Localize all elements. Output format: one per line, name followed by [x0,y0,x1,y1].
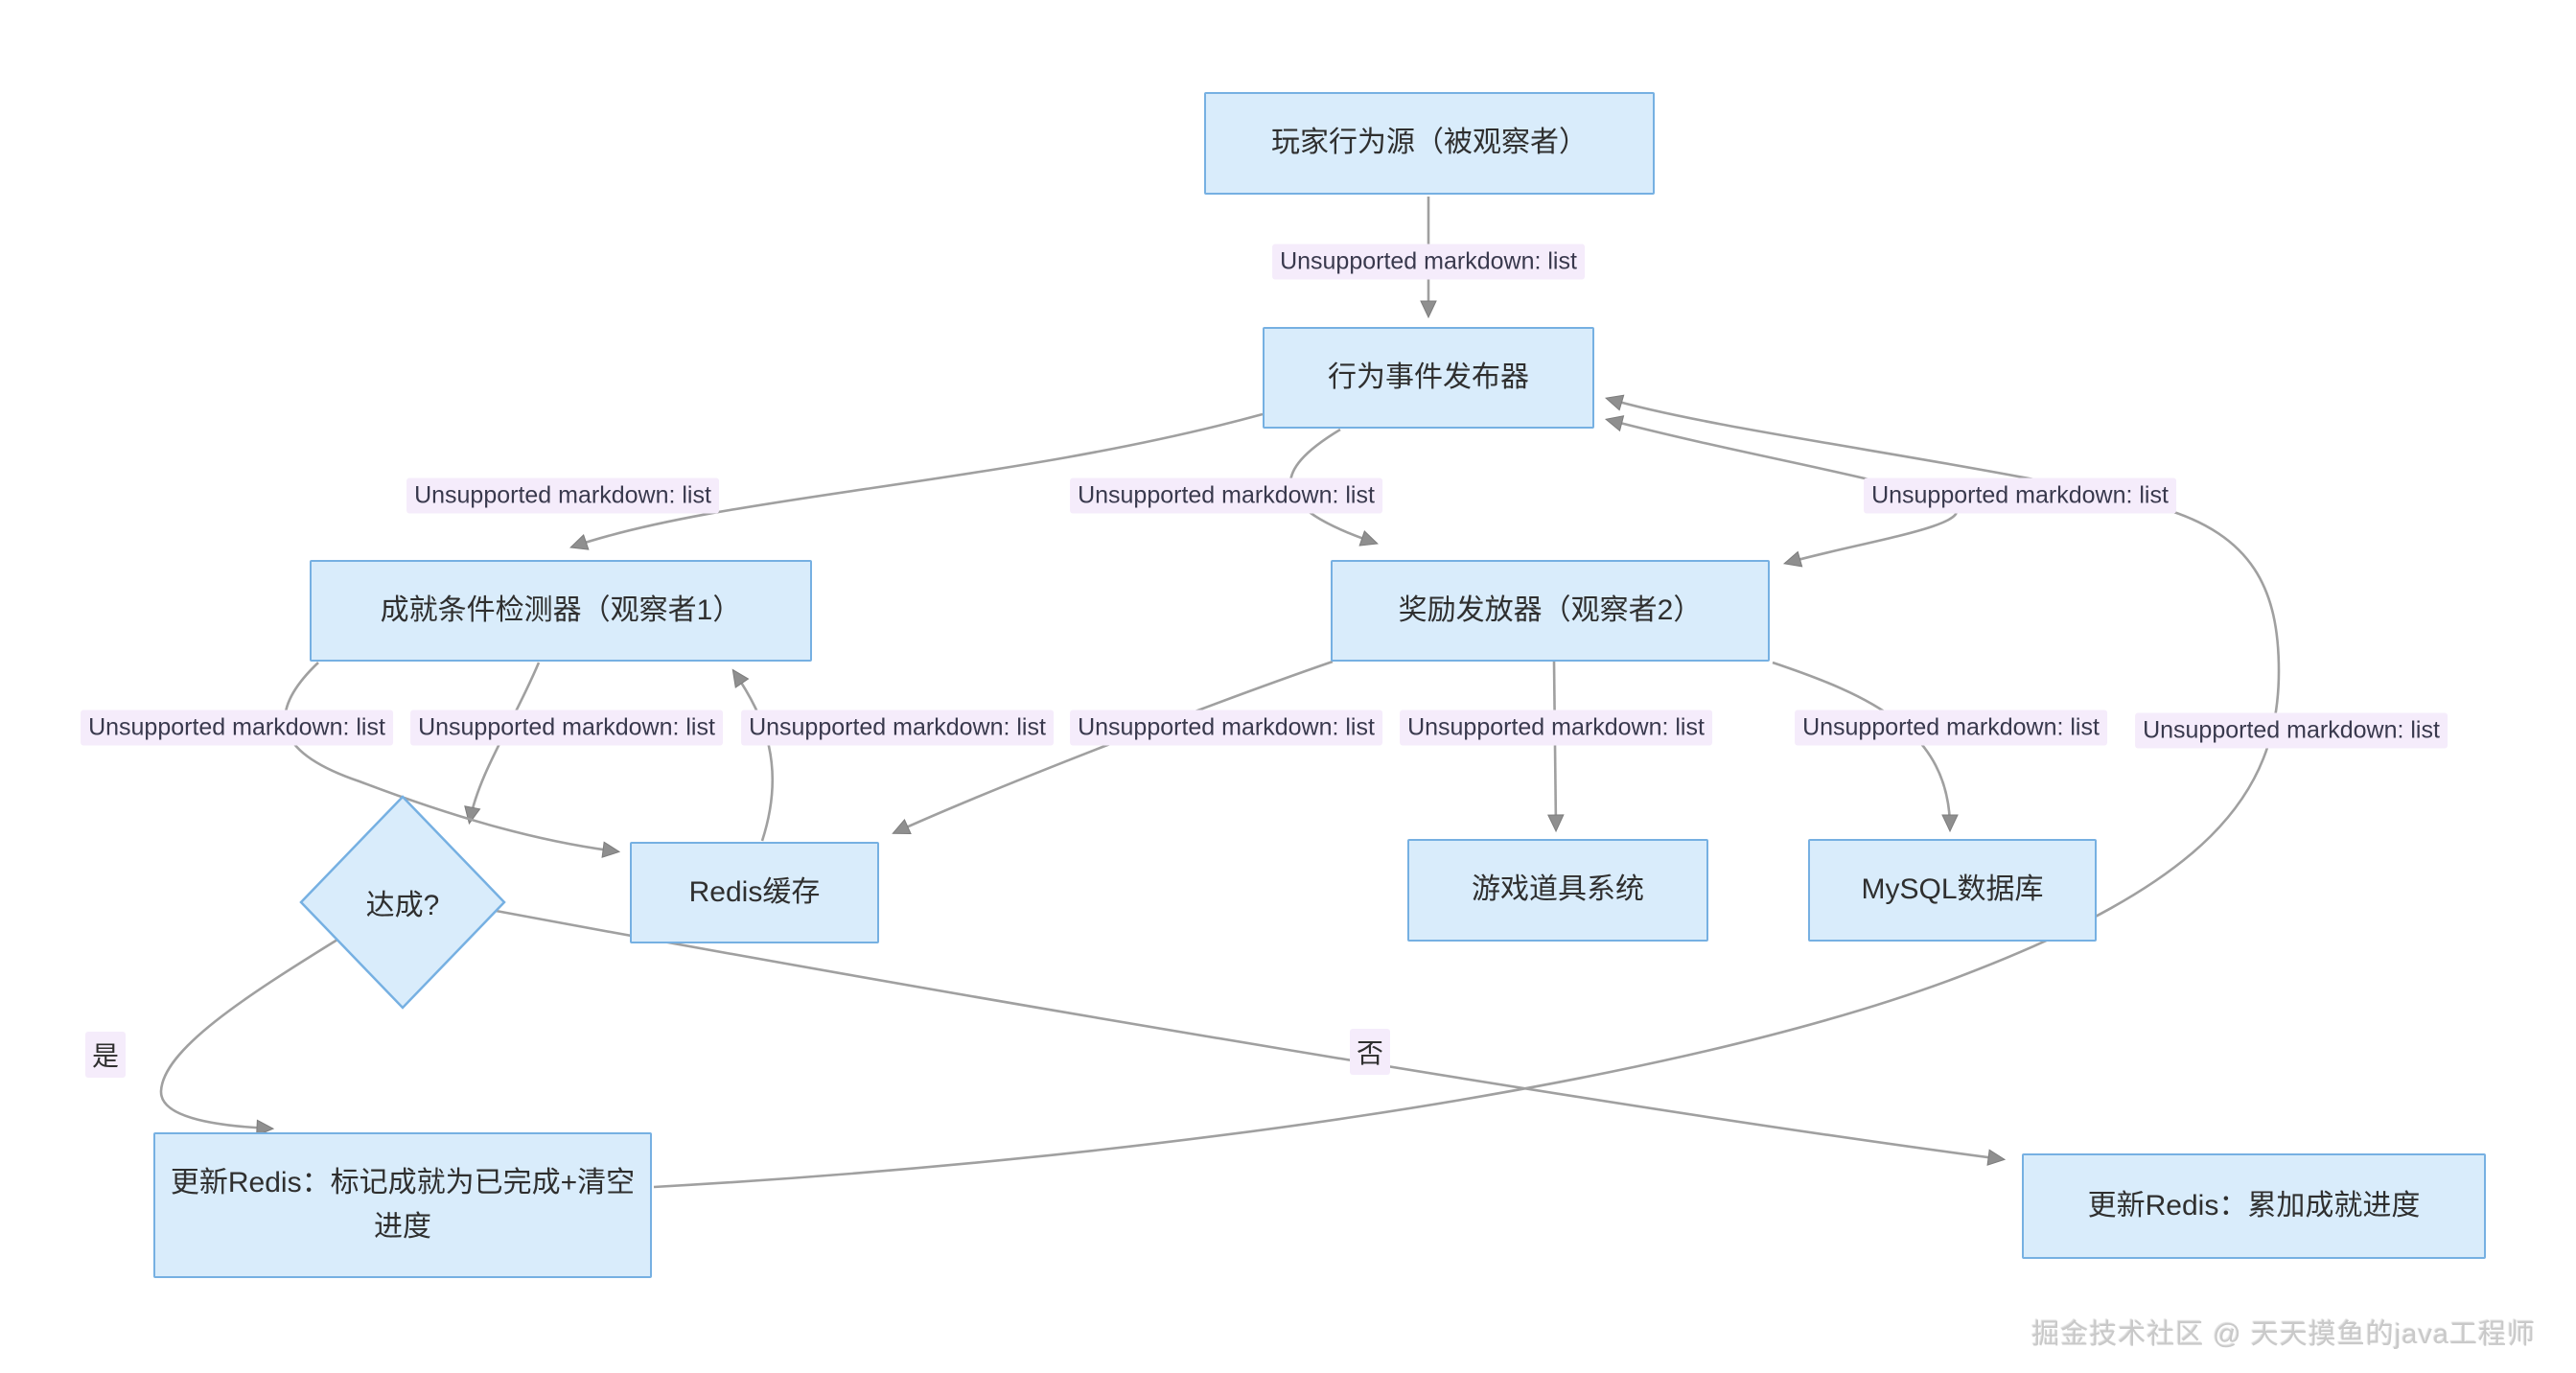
edge-into-dispatcher-corner [1782,505,1959,568]
branch-label-yes: 是 [84,1032,127,1078]
edge-label: Unsupported markdown: list [81,710,393,746]
node-game-item-system: 游戏道具系统 [1407,839,1708,942]
node-update-redis-accumulate: 更新Redis：累加成就进度 [2022,1153,2486,1259]
edge-label: Unsupported markdown: list [1400,710,1712,746]
node-achieved-decision-label: 达成? [365,890,440,921]
edge-dispatcher-to-redis [892,660,1334,835]
edge-dispatcher-to-mysql [1772,661,1959,833]
edge-label: Unsupported markdown: list [1070,477,1382,514]
edge-label: Unsupported markdown: list [1272,244,1585,280]
edge-decision-yes [159,938,338,1137]
node-mysql-database: MySQL数据库 [1808,839,2097,942]
edge-label: Unsupported markdown: list [2135,712,2448,749]
node-redis-cache: Redis缓存 [630,842,879,943]
node-event-publisher: 行为事件发布器 [1263,327,1594,429]
edge-redis-to-detector [731,668,775,842]
edge-label: Unsupported markdown: list [406,477,719,514]
edge-complete-to-publisher [653,394,2281,1189]
edge-label: Unsupported markdown: list [410,710,723,746]
decision-diamond-shape [299,795,506,1010]
node-achievement-detector: 成就条件检测器（观察者1） [310,560,812,662]
edge-label: Unsupported markdown: list [1070,710,1382,746]
edge-label: Unsupported markdown: list [741,710,1054,746]
watermark: 掘金技术社区 @ 天天摸鱼的java工程师 [2031,1319,2536,1350]
edge-decision-no [490,908,2007,1166]
branch-label-no: 否 [1349,1029,1391,1075]
edge-publisher-to-detector [569,412,1264,550]
edge-detector-to-redis [284,662,621,858]
node-update-redis-complete: 更新Redis：标记成就为已完成+清空进度 [153,1132,652,1278]
edge-label: Unsupported markdown: list [1795,710,2107,746]
edge-label: Unsupported markdown: list [1864,477,2176,514]
node-player-source: 玩家行为源（被观察者） [1204,92,1655,195]
edge-detector-to-decision [464,662,541,826]
node-reward-dispatcher: 奖励发放器（观察者2） [1331,560,1770,662]
